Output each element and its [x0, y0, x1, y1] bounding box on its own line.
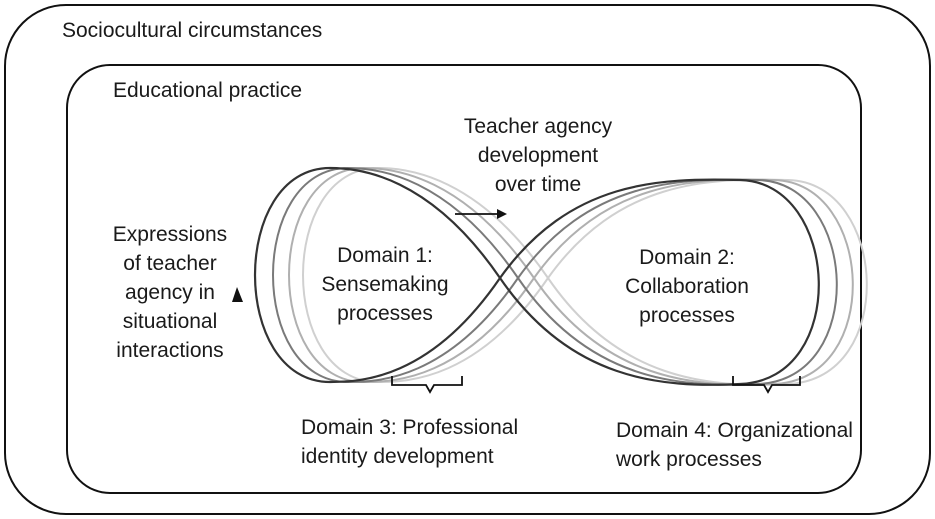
infinity-loop-faint: [302, 166, 868, 386]
domain3-label: Domain 3: Professional identity developm…: [301, 416, 519, 468]
educational-practice-box: [66, 64, 862, 494]
infinity-loop-light: [288, 166, 854, 386]
sociocultural-circumstances-label: Sociocultural circumstances: [62, 19, 323, 42]
domain3-bracket: [391, 376, 463, 394]
infinity-loop-mid: [272, 166, 838, 386]
expressions-label: Expressions of teacher agency in situati…: [112, 223, 228, 362]
domain4-bracket: [732, 376, 801, 394]
infinity-loop-dark: [254, 166, 820, 386]
domain1-label: Domain 1: Sensemaking processes: [321, 244, 449, 325]
left-loop-arrowhead: [232, 287, 243, 302]
domain2-label: Domain 2: Collaboration processes: [625, 246, 749, 327]
domain4-label: Domain 4: Organizational work processes: [616, 419, 853, 471]
over-time-label: Teacher agency development over time: [463, 115, 613, 196]
educational-practice-label: Educational practice: [113, 79, 303, 102]
